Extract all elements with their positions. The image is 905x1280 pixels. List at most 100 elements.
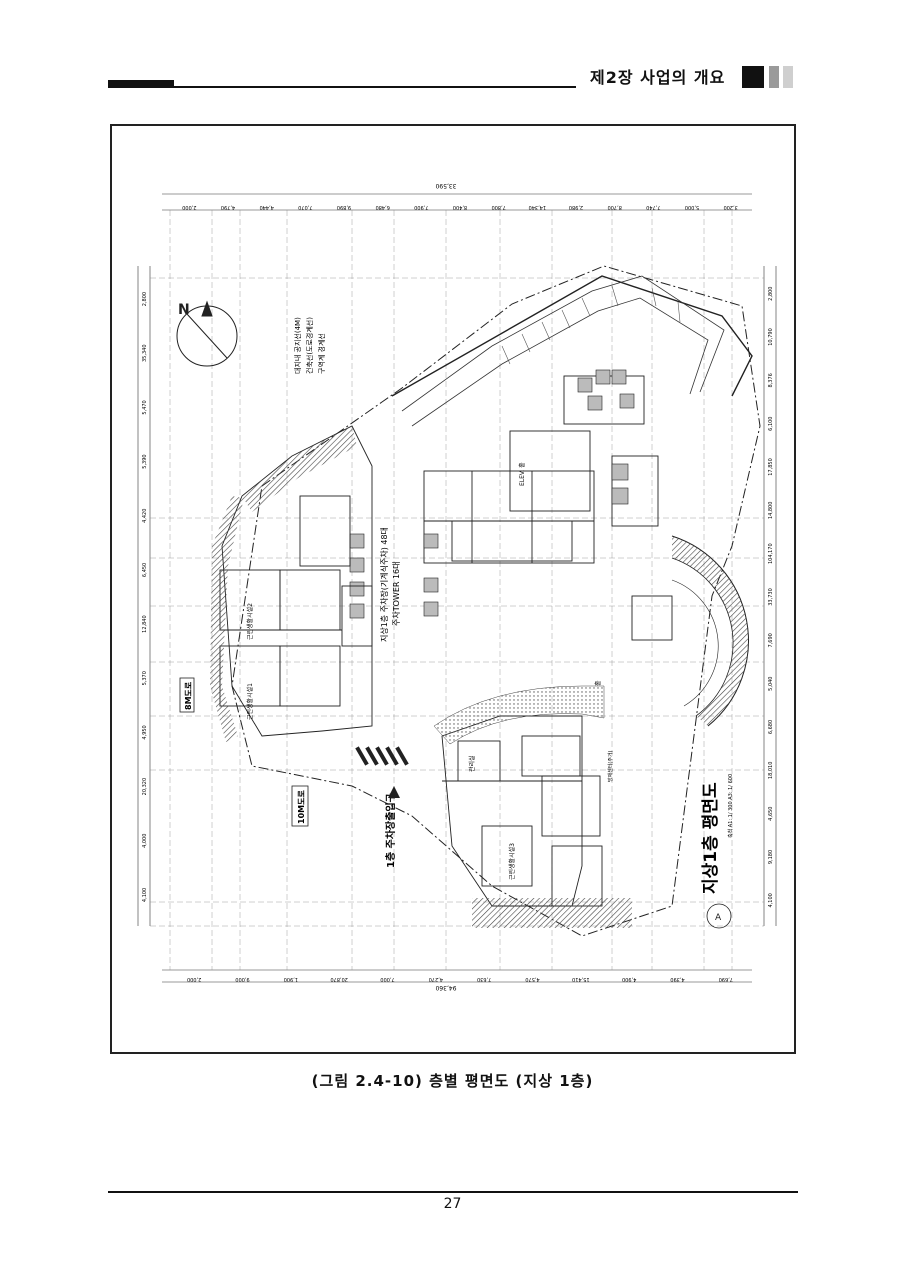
- header-block-light: [783, 66, 793, 88]
- dim-left-value: 35,340: [142, 345, 148, 363]
- svg-text:A: A: [715, 913, 722, 923]
- road-8m: 8M도로: [184, 681, 193, 710]
- road-10m-label-box: 10M도로: [291, 785, 309, 827]
- room-retail-3: 근린생활시설3: [508, 843, 516, 880]
- dim-left-value: 20,320: [142, 778, 148, 796]
- room-retail-2: 근린생활시설2: [246, 603, 254, 640]
- dim-right-value: 6,680: [768, 720, 774, 734]
- dim-top-value: 2,000: [182, 204, 196, 210]
- header-rule: [108, 86, 576, 88]
- elev-hall-label: ELEV. 홀: [518, 462, 526, 486]
- dim-top-value: 4,790: [221, 204, 235, 210]
- dim-top-value: 3,200: [724, 204, 738, 210]
- header-block-black: [742, 66, 764, 88]
- dim-top-value: 9,890: [337, 204, 351, 210]
- header-bar-left: [108, 80, 174, 88]
- dim-top-value: 7,740: [646, 204, 660, 210]
- dim-right-value: 10,790: [768, 328, 774, 346]
- room-retail-1: 근린생활시설1: [246, 683, 254, 720]
- dim-right-value: 33,730: [768, 588, 774, 606]
- parking-entrance: 1층 주차장출입구: [384, 793, 397, 868]
- dimension-lines: [137, 193, 777, 983]
- dim-right-value: 5,040: [768, 677, 774, 691]
- dim-top-value: 7,900: [414, 204, 428, 210]
- dim-bottom-value: 15,410: [572, 976, 590, 982]
- dim-right-value: 18,010: [768, 762, 774, 780]
- footer-rule: [108, 1191, 798, 1193]
- site-boundary: [231, 265, 761, 937]
- legend-setback-line: 건축선(도로경계선): [305, 317, 314, 374]
- dim-bottom-value: 7,690: [719, 976, 733, 982]
- svg-text:N: N: [178, 302, 190, 318]
- dim-bottom-value: 4,270: [429, 976, 443, 982]
- figure-caption: (그림 2.4-10) 층별 평면도 (지상 1층): [311, 1072, 594, 1090]
- dim-left-value: 4,000: [142, 834, 148, 848]
- dim-left-value: 5,390: [142, 454, 148, 468]
- dim-top-value: 5,000: [685, 204, 699, 210]
- parking-note-1: 지상1층 주차장(기계식주차) 48대: [379, 527, 389, 642]
- room-mgmt: 관리실: [468, 755, 476, 772]
- canopy-slots: [501, 285, 681, 365]
- dim-top-total: 33,590: [435, 182, 456, 189]
- dim-right-value: 7,690: [768, 633, 774, 647]
- header-block-gray: [769, 66, 779, 88]
- dim-top-value: 7,800: [492, 204, 506, 210]
- dim-left-value: 4,100: [142, 888, 148, 902]
- parking-stalls: [349, 369, 635, 619]
- dim-bottom-value: 4,900: [622, 976, 636, 982]
- dim-top-value: 14,340: [529, 204, 547, 210]
- page-number: 27: [443, 1196, 462, 1212]
- parking-note-2: 주차TOWER 16대: [392, 561, 401, 626]
- room-hall: 홀: [594, 680, 602, 686]
- dim-bottom-value: 9,000: [235, 976, 249, 982]
- dim-right-value: 17,850: [768, 458, 774, 476]
- dim-top-value: 2,980: [569, 204, 583, 210]
- figure-frame: N A 33,590 94,360 대지내 공지선(4M) 건축선(도로경계선)…: [110, 124, 796, 1054]
- south-retail-block: [441, 715, 603, 907]
- dim-left-value: 4,950: [142, 725, 148, 739]
- legend-site-line: 대지내 공지선(4M): [293, 317, 302, 374]
- dim-bottom-value: 1,900: [284, 976, 298, 982]
- dim-right-value: 8,376: [768, 373, 774, 387]
- canopy-band: [401, 275, 725, 427]
- dim-bottom-value: 7,630: [477, 976, 491, 982]
- road-8m-label-box: 8M도로: [179, 677, 195, 713]
- dim-right-value: 104,170: [768, 543, 774, 564]
- dim-left-value: 12,840: [142, 615, 148, 633]
- dim-top-value: 6,480: [376, 204, 390, 210]
- drawing-scale-note: 축척 A1: 1/ 300 A3: 1/ 600: [727, 774, 734, 838]
- dim-right-value: 6,100: [768, 417, 774, 431]
- chapter-title: 제2장 사업의 개요: [590, 68, 726, 87]
- dim-left-value: 4,420: [142, 509, 148, 523]
- north-arrow: N: [176, 300, 238, 367]
- dim-top-value: 4,440: [260, 204, 274, 210]
- dim-top-value: 8,400: [453, 204, 467, 210]
- dim-right-value: 2,800: [768, 287, 774, 301]
- dim-bottom-value: 4,570: [525, 976, 539, 982]
- drawing-title: 지상1층 평면도: [701, 782, 721, 894]
- crosswalk: [355, 746, 409, 766]
- dim-top-value: 7,070: [298, 204, 312, 210]
- dim-left-value: 5,470: [142, 400, 148, 414]
- floor-plan-drawing: N A 33,590 94,360 대지내 공지선(4M) 건축선(도로경계선)…: [137, 182, 777, 991]
- dim-left-value: 2,800: [142, 292, 148, 306]
- dim-right-value: 4,100: [768, 893, 774, 907]
- dim-left-value: 5,370: [142, 671, 148, 685]
- dim-bottom-value: 7,000: [380, 976, 394, 982]
- road-10m: 10M도로: [297, 790, 306, 824]
- dim-bottom-total: 94,360: [435, 984, 456, 991]
- tower-core: [423, 375, 659, 564]
- room-disaster: 방재센터(주거): [607, 750, 614, 782]
- dim-bottom-value: 2,000: [187, 976, 201, 982]
- section-marker: A: [706, 903, 732, 929]
- dim-top-value: 8,700: [608, 204, 622, 210]
- dim-bottom-value: 20,870: [330, 976, 348, 982]
- dim-right-value: 9,180: [768, 850, 774, 864]
- entrance-arrow-icon: [388, 786, 400, 798]
- dim-right-value: 14,800: [768, 502, 774, 520]
- dim-bottom-value: 4,390: [670, 976, 684, 982]
- dim-right-value: 4,650: [768, 807, 774, 821]
- grid-lines: [150, 210, 764, 970]
- legend-zone-line: 구역계 경계선: [317, 333, 326, 374]
- dim-left-value: 6,450: [142, 563, 148, 577]
